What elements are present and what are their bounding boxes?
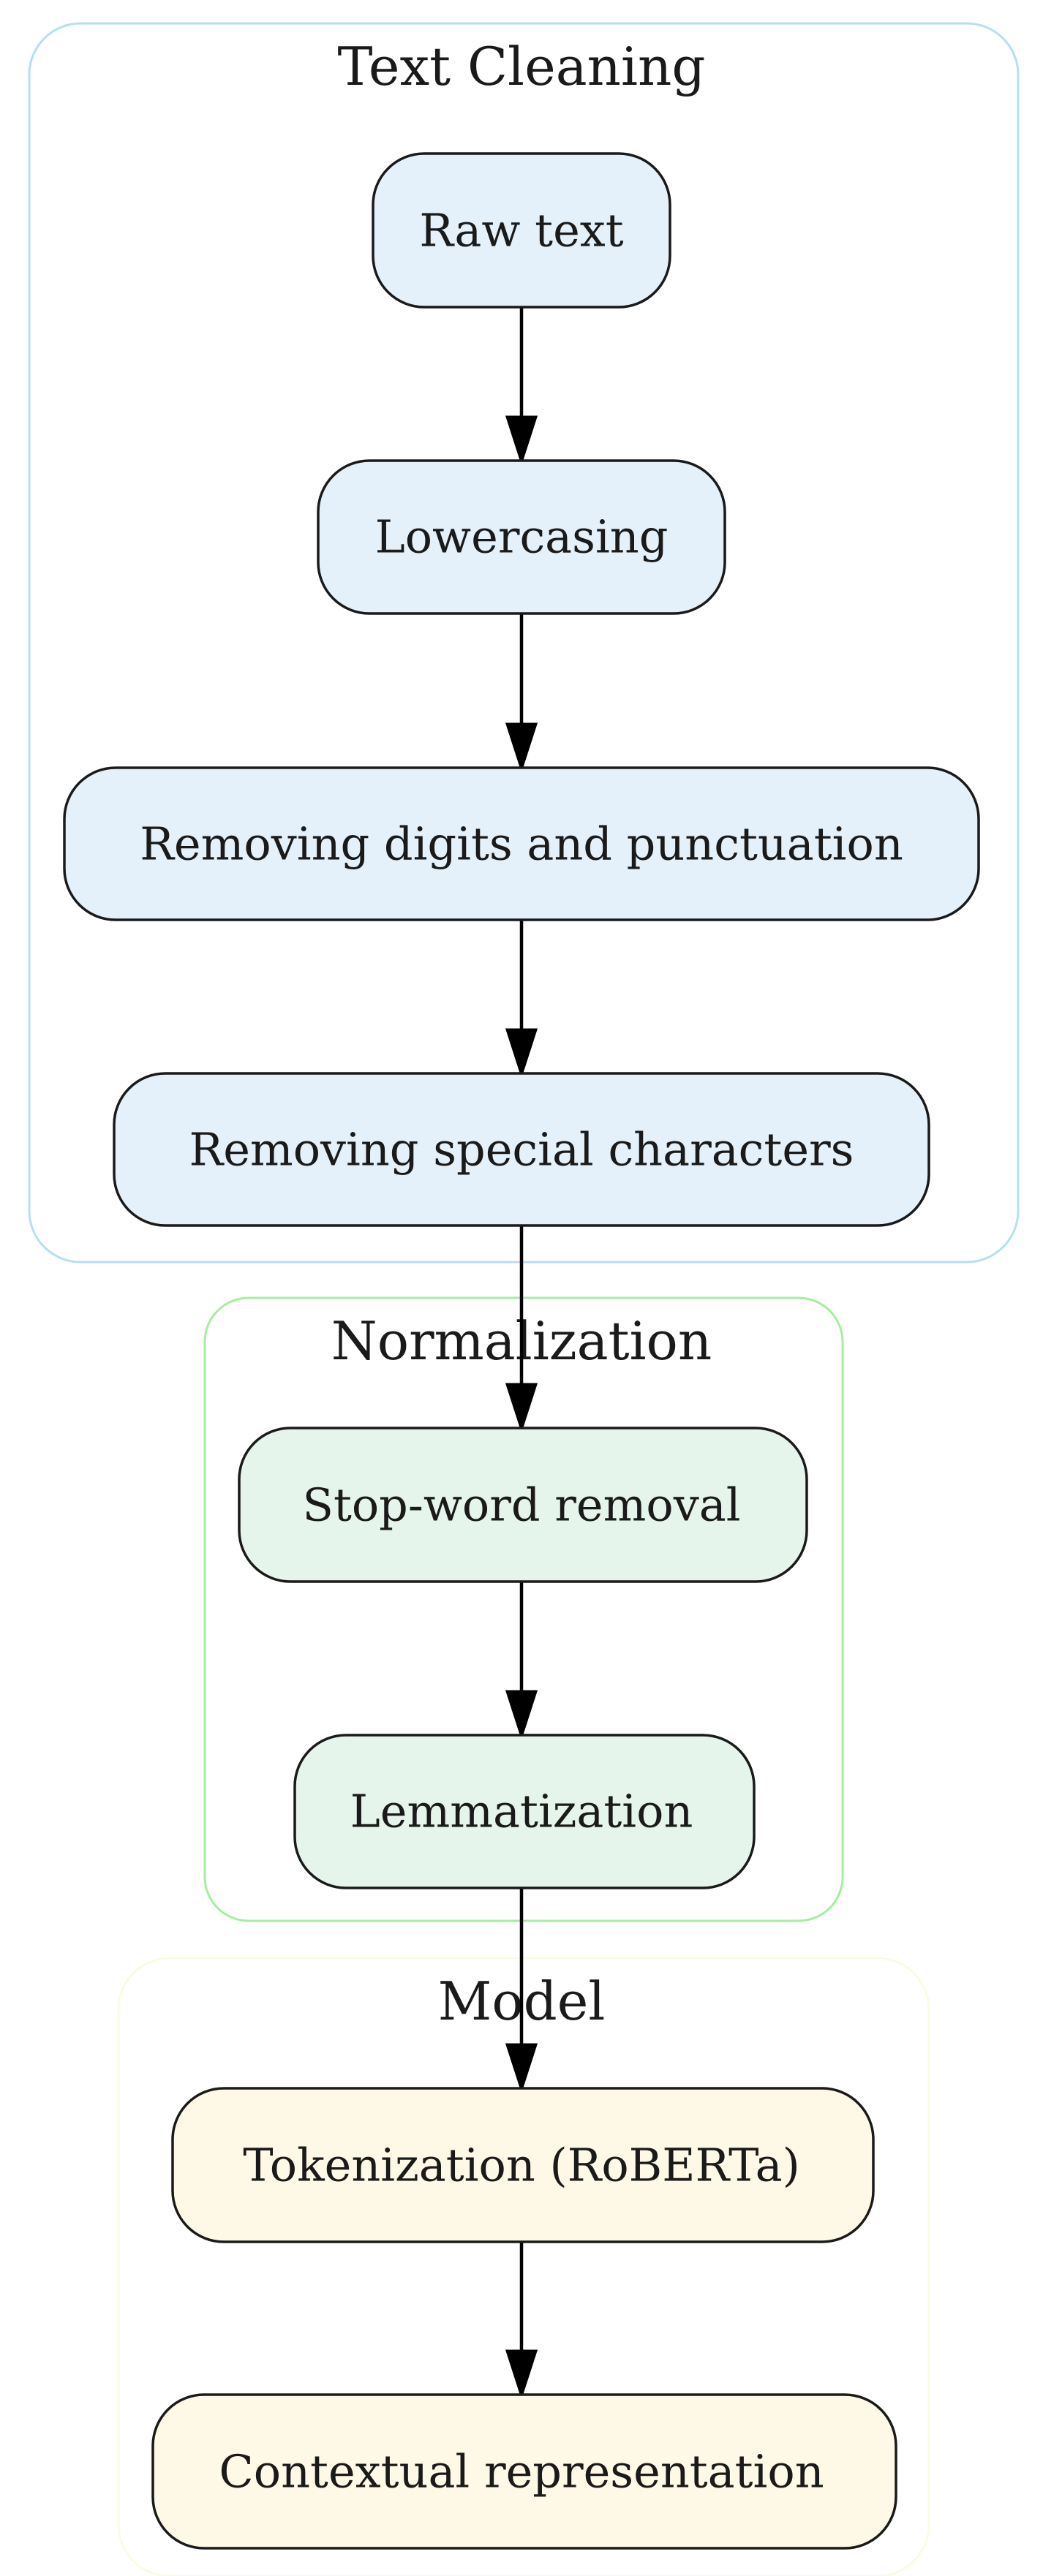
node-contextual-box bbox=[151, 2393, 897, 2550]
node-raw-text: Raw text bbox=[372, 152, 671, 309]
node-contextual-label: Contextual representation bbox=[219, 2445, 824, 2498]
node-stop-word-label: Stop-word removal bbox=[302, 1478, 740, 1532]
edge-removing-digits-to-removing-special-arrowhead bbox=[505, 1028, 538, 1079]
edge-lowercasing-to-removing-digits-arrowhead bbox=[505, 722, 538, 773]
cluster-normalization-border bbox=[203, 1296, 844, 1922]
node-lemmatization-label: Lemmatization bbox=[350, 1785, 693, 1838]
node-raw-text-label: Raw text bbox=[419, 204, 623, 257]
node-removing-digits-box bbox=[63, 766, 980, 921]
edge-raw-text-to-lowercasing-arrowhead bbox=[505, 415, 538, 466]
node-lowercasing-label: Lowercasing bbox=[375, 510, 669, 564]
node-tokenization-box bbox=[171, 2087, 875, 2243]
node-stop-word-box bbox=[238, 1427, 808, 1583]
cluster-model-border bbox=[117, 1957, 930, 2576]
node-stop-word: Stop-word removal bbox=[238, 1427, 808, 1583]
node-lowercasing: Lowercasing bbox=[317, 459, 726, 615]
node-removing-digits: Removing digits and punctuation bbox=[63, 766, 980, 921]
edge-tokenization-to-contextual-arrowhead bbox=[505, 2349, 538, 2400]
node-removing-digits-label: Removing digits and punctuation bbox=[140, 817, 903, 871]
node-tokenization: Tokenization (RoBERTa) bbox=[171, 2087, 875, 2243]
node-lemmatization: Lemmatization bbox=[293, 1734, 756, 1889]
node-raw-text-box bbox=[372, 152, 671, 309]
node-tokenization-label: Tokenization (RoBERTa) bbox=[243, 2139, 800, 2192]
cluster-text-cleaning-title: Text Cleaning bbox=[338, 36, 706, 97]
edges bbox=[505, 307, 538, 2400]
node-contextual: Contextual representation bbox=[151, 2393, 897, 2550]
edge-lemmatization-to-tokenization-arrowhead bbox=[505, 2043, 538, 2093]
edge-stop-word-to-lemmatization-arrowhead bbox=[505, 1690, 538, 1740]
edge-removing-special-to-stop-word-arrowhead bbox=[505, 1383, 538, 1433]
cluster-text-cleaning-border bbox=[28, 22, 1020, 1264]
node-removing-special-label: Removing special characters bbox=[189, 1123, 854, 1176]
node-removing-special-box bbox=[113, 1072, 930, 1227]
cluster-text-cleaning: Text Cleaning bbox=[28, 22, 1020, 1264]
node-removing-special: Removing special characters bbox=[113, 1072, 930, 1227]
node-lowercasing-box bbox=[317, 459, 726, 615]
node-lemmatization-box bbox=[293, 1734, 756, 1889]
